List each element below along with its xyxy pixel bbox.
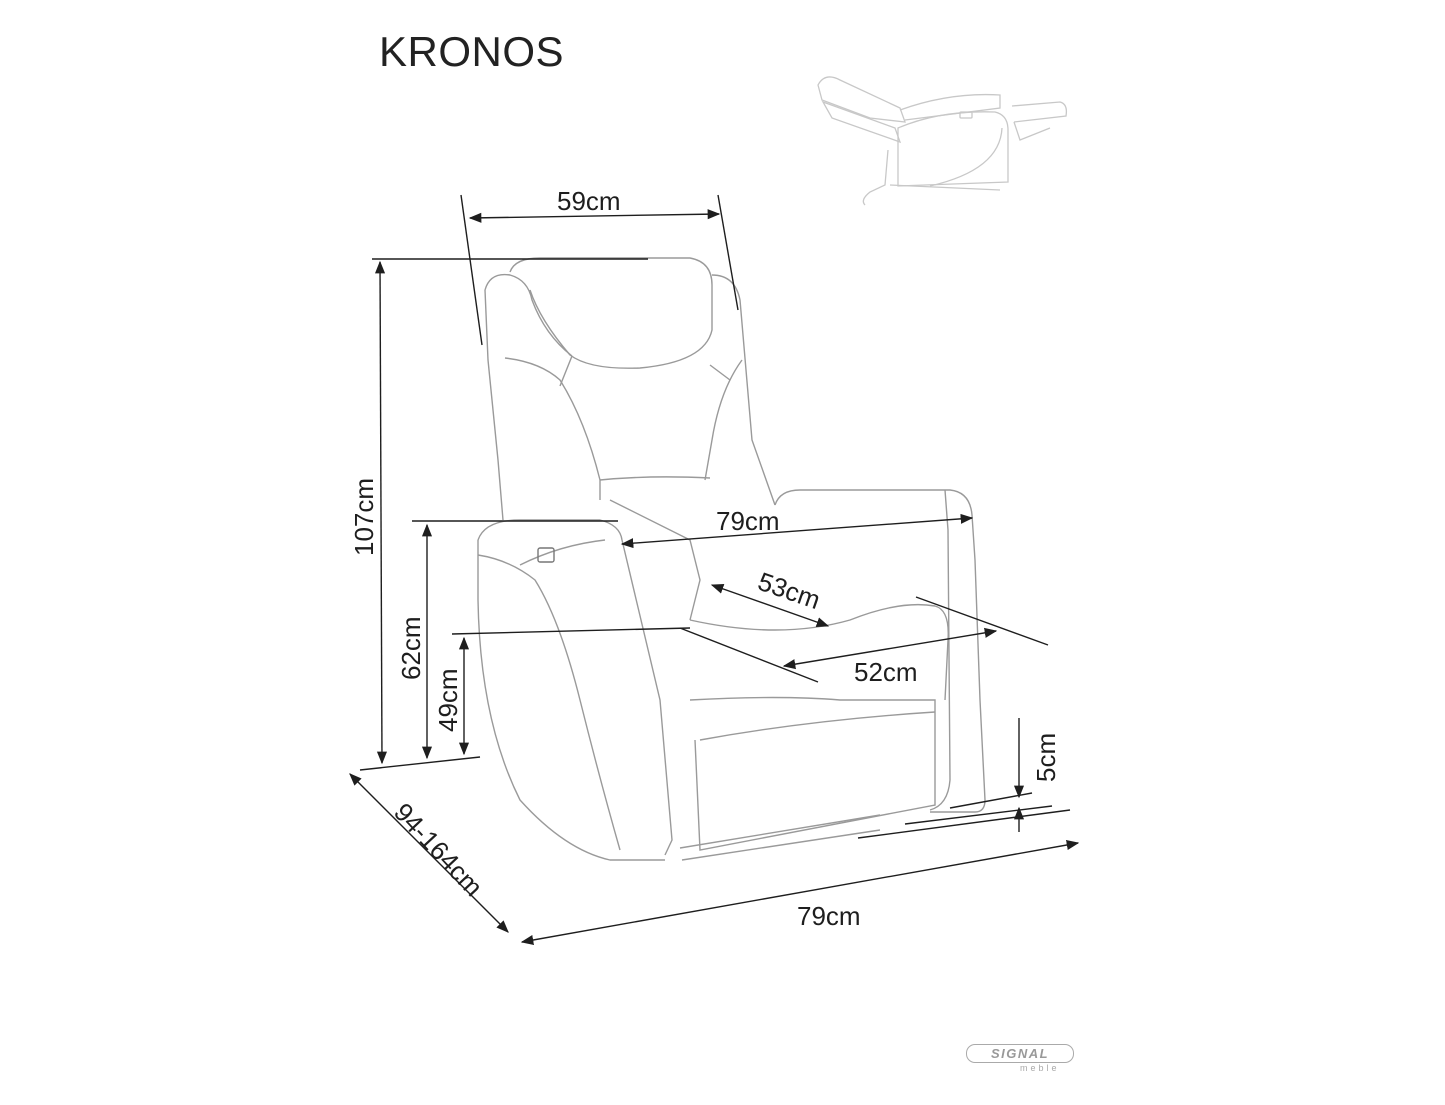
chair-sketch <box>477 257 986 861</box>
brand-logo: SIGNAL <box>966 1044 1074 1063</box>
dim-total-height: 107cm <box>349 477 379 556</box>
reclined-chair-thumbnail <box>817 76 1068 206</box>
dim-total-width-bottom: 79cm <box>797 901 861 931</box>
dim-seat-height: 49cm <box>433 668 463 732</box>
dimension-lines <box>349 194 1080 945</box>
dim-clearance: 5cm <box>1031 732 1061 782</box>
dim-seat-width: 52cm <box>854 657 918 687</box>
brand-logo-sub: meble <box>1020 1063 1060 1073</box>
product-title: KRONOS <box>379 28 565 75</box>
dim-armrest-height: 62cm <box>396 616 426 680</box>
dim-total-width-top: 79cm <box>716 506 780 536</box>
dim-backrest-width: 59cm <box>557 186 621 216</box>
